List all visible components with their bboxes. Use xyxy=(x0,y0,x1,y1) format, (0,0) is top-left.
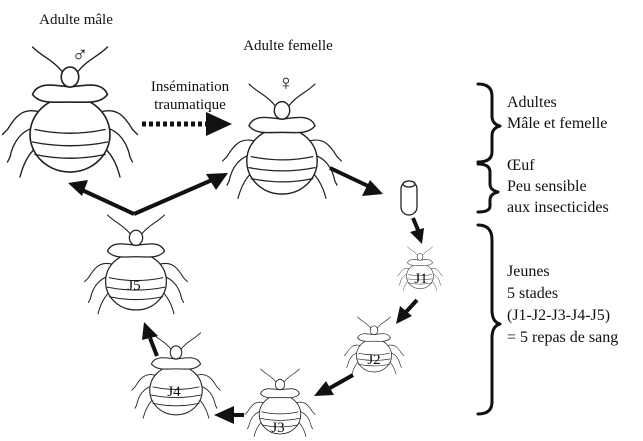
stage-j1-label: J1 xyxy=(414,271,427,287)
adult-female-bug-icon xyxy=(221,83,343,200)
male-title: Adulte mâle xyxy=(39,12,113,28)
stage-j3-label: J3 xyxy=(271,420,284,436)
brace-egg xyxy=(476,162,500,214)
arrow-j5-to-adults xyxy=(68,173,228,216)
insemination-label-line1: Insémination xyxy=(151,79,230,95)
legend-adults-line1: Adultes xyxy=(507,94,557,111)
stage-j4-bug-icon xyxy=(131,332,221,419)
arrow-j1-to-j2 xyxy=(396,298,419,324)
arrow-j3-to-j4 xyxy=(214,406,244,424)
brace-young xyxy=(476,223,502,416)
arrow-female-to-egg xyxy=(329,166,383,196)
legend-egg-line2: Peu sensible xyxy=(507,178,587,195)
insemination-label-line2: traumatique xyxy=(154,97,226,113)
arrow-egg-to-j1 xyxy=(410,217,424,244)
legend-young-line1: Jeunes xyxy=(507,263,550,280)
legend-young-line4: = 5 repas de sang xyxy=(507,329,618,346)
insemination-arrow-head xyxy=(206,112,232,136)
stage-j4-label: J4 xyxy=(167,384,181,400)
female-title: Adulte femelle xyxy=(243,38,333,54)
brace-adults xyxy=(476,82,502,164)
arrow-j4-to-j5 xyxy=(142,322,159,357)
stage-j5-label: J5 xyxy=(127,278,140,294)
stage-j5-bug-icon xyxy=(84,214,188,315)
legend-young-line3: (J1-J2-J3-J4-J5) xyxy=(507,307,610,324)
egg-icon xyxy=(400,180,418,216)
arrow-j2-to-j3 xyxy=(314,373,354,396)
adult-male-bug-icon xyxy=(1,46,139,178)
legend-adults-line2: Mâle et femelle xyxy=(507,115,607,132)
stage-j2-label: J2 xyxy=(367,352,380,368)
legend-egg-line3: aux insecticides xyxy=(507,199,609,216)
legend-young-line2: 5 stades xyxy=(507,285,558,302)
legend-egg-line1: Œuf xyxy=(507,157,535,174)
female-symbol-icon: ♀ xyxy=(278,70,295,95)
male-symbol-icon: ♂ xyxy=(72,42,89,67)
